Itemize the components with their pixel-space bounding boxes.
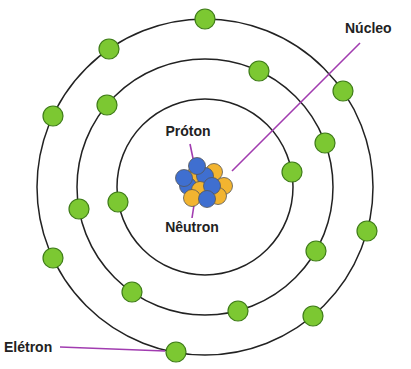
- leader-line: [232, 43, 360, 171]
- electron: [228, 301, 248, 321]
- electron: [249, 61, 269, 81]
- electron: [108, 192, 128, 212]
- electron: [282, 162, 302, 182]
- electron: [315, 133, 335, 153]
- inner-orbit: [117, 99, 293, 275]
- proton: [184, 190, 201, 207]
- middle-orbit: [77, 59, 333, 315]
- leader-line: [192, 205, 194, 218]
- electron: [333, 81, 353, 101]
- electron: [97, 95, 117, 115]
- part-label: Nêutron: [165, 219, 219, 236]
- part-label: Elétron: [4, 339, 52, 356]
- electron: [303, 306, 323, 326]
- electron: [166, 342, 186, 362]
- electron: [99, 39, 119, 59]
- electron: [195, 9, 215, 29]
- leader-lines: [60, 43, 360, 351]
- nucleus: [176, 158, 233, 208]
- outer-orbit: [37, 19, 373, 355]
- electrons: [43, 9, 377, 362]
- electron: [122, 282, 142, 302]
- electron: [69, 199, 89, 219]
- electron: [43, 106, 63, 126]
- leader-line: [60, 347, 165, 351]
- electron: [357, 221, 377, 241]
- part-label: Núcleo: [345, 20, 392, 37]
- electron: [306, 241, 326, 261]
- electron: [43, 248, 63, 268]
- neutron: [176, 170, 193, 187]
- neutron: [189, 158, 206, 175]
- part-label: Próton: [165, 123, 210, 140]
- orbit-rings: [37, 19, 373, 355]
- neutron: [199, 191, 216, 208]
